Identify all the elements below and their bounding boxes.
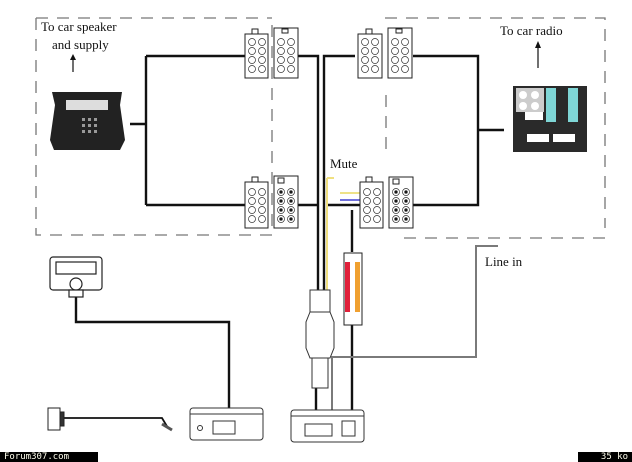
pin-dot bbox=[289, 190, 293, 194]
pin-dot bbox=[394, 217, 398, 221]
arrow-head-icon bbox=[535, 41, 541, 48]
pin-dot bbox=[289, 199, 293, 203]
connector-pin bbox=[277, 65, 285, 73]
connector-pin bbox=[287, 56, 295, 64]
speaker-label-line1: To car speaker bbox=[41, 19, 117, 34]
line-in-wire bbox=[331, 245, 498, 418]
connector-pin bbox=[248, 215, 256, 223]
pin-dot bbox=[394, 190, 398, 194]
connector-pin bbox=[363, 197, 371, 205]
connector-pin bbox=[258, 56, 266, 64]
connector-pin bbox=[391, 38, 399, 46]
connector-pin bbox=[248, 38, 256, 46]
rca-plugs bbox=[343, 252, 363, 326]
radio-side-dashed-box bbox=[385, 17, 606, 239]
speaker-side-dashed-box bbox=[35, 17, 273, 236]
connector-pin bbox=[277, 38, 285, 46]
connector-pin bbox=[361, 38, 369, 46]
arrow-head-icon bbox=[70, 54, 76, 60]
pin-dot bbox=[394, 208, 398, 212]
inline-filter bbox=[305, 289, 335, 389]
connector-pin bbox=[287, 38, 295, 46]
pin-dot bbox=[279, 190, 283, 194]
connector-pin bbox=[248, 47, 256, 55]
connector-pin bbox=[371, 38, 379, 46]
connector-pin bbox=[248, 197, 256, 205]
connector-pin bbox=[287, 47, 295, 55]
connector-pin bbox=[258, 197, 266, 205]
connector-pin bbox=[401, 56, 409, 64]
connector-pin bbox=[391, 65, 399, 73]
connector-pin bbox=[258, 206, 266, 214]
line-in-label: Line in bbox=[485, 254, 523, 269]
connector-pin bbox=[401, 47, 409, 55]
harness-wires bbox=[62, 54, 504, 429]
interface-unit-left bbox=[189, 407, 264, 441]
footer-size: 35 ko bbox=[578, 452, 632, 462]
pin-dot bbox=[289, 217, 293, 221]
connector-pin bbox=[258, 188, 266, 196]
interface-unit-right bbox=[290, 409, 365, 443]
connector-pin bbox=[258, 47, 266, 55]
connector-pin bbox=[373, 215, 381, 223]
connector-pin bbox=[371, 65, 379, 73]
pin-dot bbox=[394, 199, 398, 203]
connector-pin bbox=[391, 47, 399, 55]
connector-pin bbox=[373, 188, 381, 196]
car-radio-connector bbox=[513, 86, 587, 152]
connector-pin bbox=[363, 206, 371, 214]
connector-pin bbox=[363, 215, 371, 223]
connector-pin bbox=[371, 47, 379, 55]
footer-site: Forum307.com bbox=[0, 452, 98, 462]
connector-pin bbox=[371, 56, 379, 64]
pin-dot bbox=[404, 190, 408, 194]
connector-pin bbox=[248, 206, 256, 214]
mute-label: Mute bbox=[330, 156, 358, 171]
pin-dot bbox=[404, 199, 408, 203]
speaker-label-line2: and supply bbox=[52, 37, 109, 52]
radio-label: To car radio bbox=[500, 23, 563, 38]
connector-pin bbox=[258, 65, 266, 73]
connector-pin bbox=[373, 206, 381, 214]
connector-pin bbox=[277, 47, 285, 55]
connector-pin bbox=[361, 56, 369, 64]
connector-pin bbox=[391, 56, 399, 64]
display-unit bbox=[49, 256, 103, 298]
pin-connectors bbox=[244, 27, 414, 229]
pin-dot bbox=[279, 208, 283, 212]
connector-pin bbox=[287, 65, 295, 73]
connector-pin bbox=[277, 56, 285, 64]
connector-pin bbox=[248, 188, 256, 196]
car-harness-connector bbox=[50, 92, 125, 150]
pin-dot bbox=[279, 217, 283, 221]
connector-pin bbox=[258, 38, 266, 46]
connector-pin bbox=[248, 65, 256, 73]
pin-dot bbox=[289, 208, 293, 212]
connector-pin bbox=[361, 47, 369, 55]
connector-pin bbox=[258, 215, 266, 223]
aux-jack bbox=[47, 407, 173, 432]
connector-pin bbox=[401, 38, 409, 46]
pin-dot bbox=[279, 199, 283, 203]
connector-pin bbox=[401, 65, 409, 73]
pin-dot bbox=[404, 208, 408, 212]
connector-pin bbox=[361, 65, 369, 73]
connector-pin bbox=[363, 188, 371, 196]
pin-dot bbox=[404, 217, 408, 221]
mute-wire bbox=[326, 177, 334, 292]
connector-pin bbox=[373, 197, 381, 205]
connector-pin bbox=[248, 56, 256, 64]
